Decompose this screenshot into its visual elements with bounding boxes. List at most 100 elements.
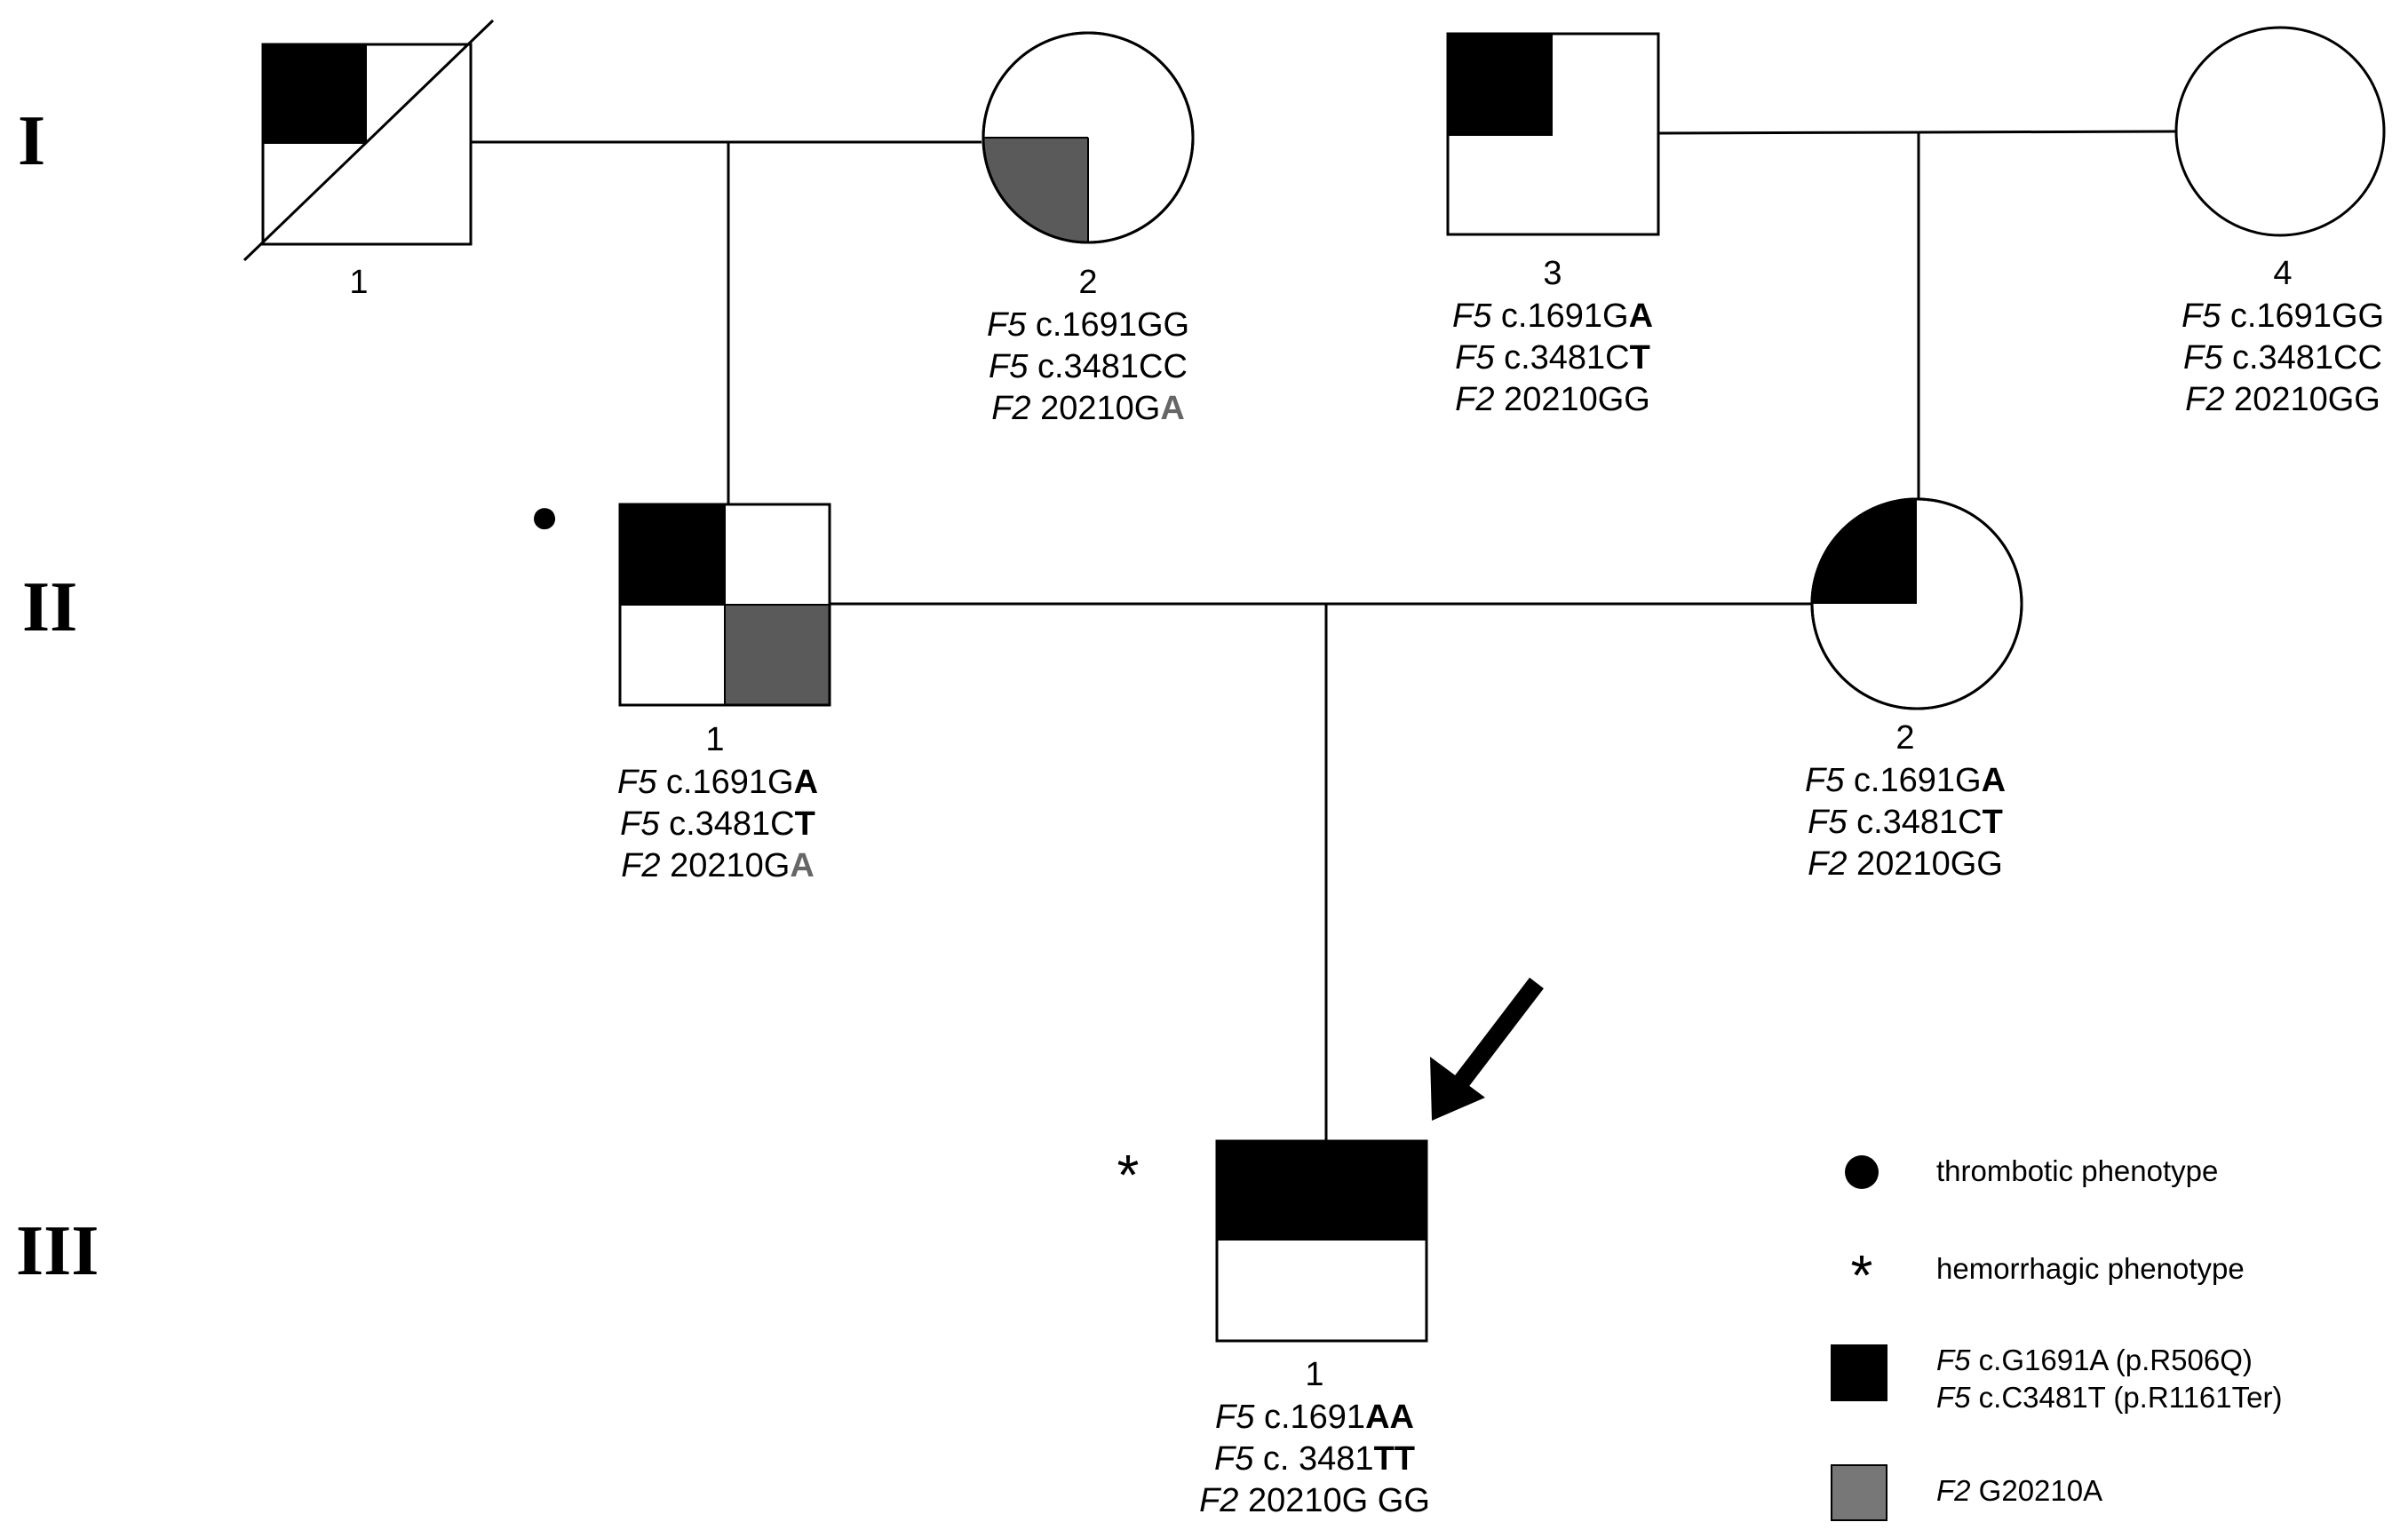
individual-I2-number: 2 (1078, 264, 1097, 301)
gene-symbol: F2 (1199, 1482, 1238, 1519)
genotype-text: c.3481C (660, 805, 795, 843)
thrombotic-marker: ● (529, 488, 560, 543)
relationship-lines (471, 130, 2177, 1141)
legend-f5-swatch (1831, 1344, 1887, 1401)
genotype-text: 20210G (661, 847, 791, 884)
gene-symbol: F5 (1936, 1381, 1971, 1414)
generation-label-3: III (16, 1212, 99, 1290)
genotype-text: c.1691G (1844, 762, 1981, 799)
f2-variant-quadrant (725, 605, 830, 705)
individual-I1 (242, 19, 495, 262)
genotype-text: c.3481C (1495, 339, 1630, 377)
gene-symbol: F2 (1936, 1474, 1971, 1507)
genotype-text: A (794, 764, 818, 801)
genotype-text: T (1630, 339, 1650, 377)
gene-symbol: F2 (621, 847, 660, 884)
genotype-text: thrombotic phenotype (1936, 1154, 2218, 1187)
gene-symbol: F2 (2185, 381, 2224, 418)
mating-line-I3-I4 (1657, 130, 2177, 135)
gene-symbol: F5 (617, 764, 657, 801)
individual-II1-number: 1 (705, 721, 724, 758)
gene-symbol: F5 (1214, 1440, 1254, 1478)
genotype-text: hemorrhagic phenotype (1936, 1252, 2245, 1285)
genotype-text: T (1983, 804, 2003, 841)
gene-symbol: F5 (1805, 762, 1845, 799)
genotype-text: A (1160, 390, 1184, 427)
individual-I3-genotype: F5 c.1691GA F5 c.3481CT F2 20210GG (1452, 297, 1653, 418)
individual-I4 (2174, 26, 2386, 237)
gene-symbol: F5 (1808, 804, 1848, 841)
gene-symbol: F5 (1215, 1399, 1255, 1436)
individual-I1-number: 1 (349, 264, 368, 301)
gene-symbol: F5 (989, 348, 1029, 385)
f2-variant-quadrant (983, 138, 1088, 242)
genotype-text: c.1691GG (2221, 297, 2384, 335)
individual-II1 (618, 503, 831, 707)
individual-II2 (1810, 497, 2023, 710)
genotype-text: A (790, 847, 814, 884)
genotype-text: AA (1365, 1399, 1414, 1436)
genotype-text: c.3481CC (1028, 348, 1188, 385)
genotype-text: c.C3481T (p.R1161Ter) (1971, 1381, 2283, 1414)
genotype-text: TT (1374, 1440, 1415, 1478)
gene-symbol: F2 (991, 390, 1030, 427)
genotype-text: A (1629, 297, 1653, 335)
individual-III1-genotype: F5 c.1691AA F5 c. 3481TT F2 20210G GG (1199, 1399, 1430, 1519)
generation-label-2: II (22, 568, 77, 646)
f5-variant-quadrant (1812, 499, 1917, 604)
gene-symbol: F5 (620, 805, 660, 843)
deceased-slash (242, 19, 495, 262)
genotype-text: c.3481CC (2222, 339, 2382, 377)
proband-arrow (1430, 977, 1544, 1121)
legend-hemorrhagic-label: hemorrhagic phenotype (1936, 1252, 2245, 1285)
gene-symbol: F2 (1455, 381, 1494, 418)
generation-label-1: I (18, 102, 45, 180)
f5-variant-quadrant (263, 44, 367, 144)
genotype-text: T (795, 805, 815, 843)
gene-symbol: F5 (1455, 339, 1495, 377)
genotype-text: c.1691G (1491, 297, 1628, 335)
genotype-text: 20210G GG (1238, 1482, 1429, 1519)
legend-f5-label: F5 c.G1691A (p.R506Q)F5 c.C3481T (p.R116… (1936, 1344, 2282, 1414)
genotype-text: c.3481C (1848, 804, 1983, 841)
individual-II2-number: 2 (1895, 719, 1914, 757)
legend-f2-label: F2 G20210A (1936, 1474, 2102, 1507)
genotype-text: c. 3481 (1253, 1440, 1373, 1478)
legend-thrombotic-symbol (1845, 1155, 1879, 1189)
legend-f2-swatch (1831, 1464, 1887, 1521)
legend-hemorrhagic-symbol: * (1851, 1243, 1873, 1307)
gene-symbol: F5 (1452, 297, 1492, 335)
genotype-text: 20210GG (1848, 845, 2003, 883)
genotype-text: G20210A (1971, 1474, 2103, 1507)
genotype-text: c.1691G (656, 764, 793, 801)
individual-I2 (981, 31, 1195, 244)
f5-homozygous-half (1217, 1141, 1427, 1241)
genotype-text: 20210GG (2225, 381, 2380, 418)
legend: thrombotic phenotype * hemorrhagic pheno… (1831, 1154, 2282, 1521)
individual-II2-genotype: F5 c.1691GA F5 c.3481CT F2 20210GG (1805, 762, 2006, 883)
individual-III1-number: 1 (1305, 1356, 1323, 1393)
individual-I4-number: 4 (2273, 255, 2292, 292)
individual-III1 (1215, 1139, 1428, 1343)
genotype-text: c.1691 (1254, 1399, 1365, 1436)
gene-symbol: F5 (2183, 339, 2223, 377)
gene-symbol: F5 (987, 306, 1027, 344)
legend-thrombotic-label: thrombotic phenotype (1936, 1154, 2218, 1187)
individual-I3-number: 3 (1543, 255, 1562, 292)
gene-symbol: F5 (1936, 1344, 1971, 1376)
genotype-text: 20210GG (1495, 381, 1650, 418)
female-symbol (2174, 26, 2386, 237)
gene-symbol: F2 (1808, 845, 1847, 883)
f5-variant-quadrant (620, 504, 725, 605)
genotype-text: c.1691GG (1026, 306, 1189, 344)
genotype-text: 20210G (1031, 390, 1161, 427)
f5-variant-quadrant (1448, 34, 1553, 136)
genotype-text: c.G1691A (p.R506Q) (1971, 1344, 2253, 1376)
individual-I3 (1446, 32, 1660, 236)
gene-symbol: F5 (2182, 297, 2221, 335)
genotype-text: A (1982, 762, 2006, 799)
